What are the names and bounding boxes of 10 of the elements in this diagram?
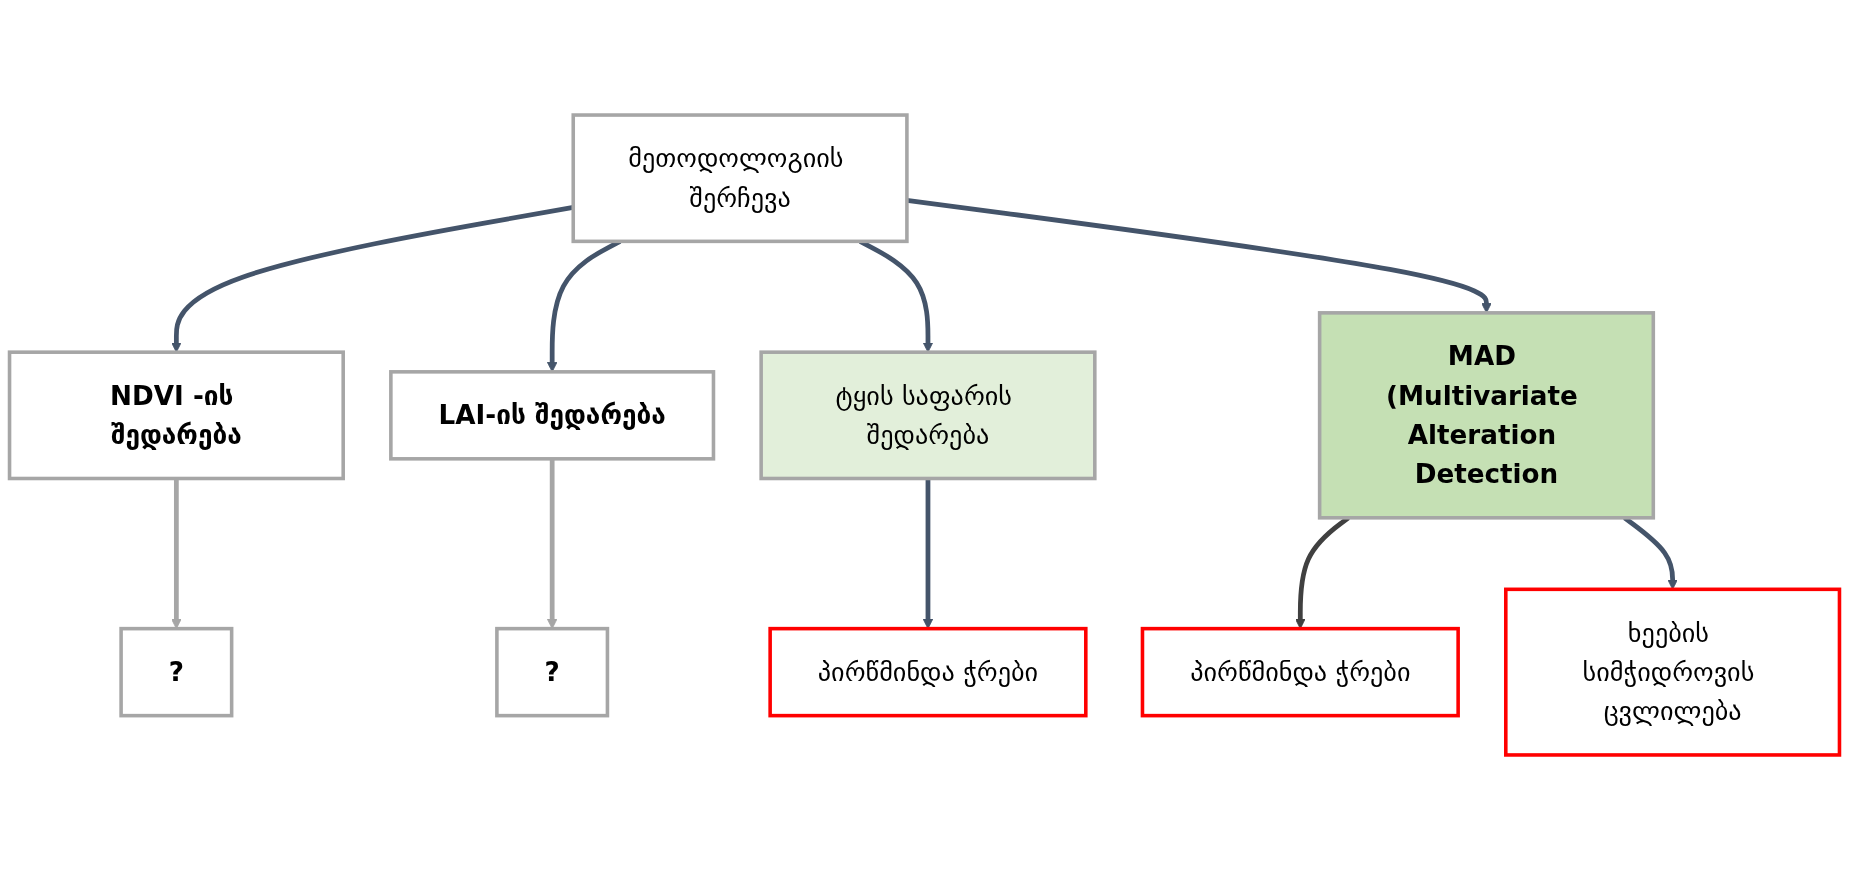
node-box: პირწმინდა ჭრები <box>768 626 1088 718</box>
node-box: ტყის საფარის შედარება <box>759 350 1097 481</box>
node-box: ? <box>495 626 610 718</box>
node-box: მეთოდოლოგიის შერჩევა <box>571 113 909 244</box>
node-box: MAD (Multivariate Alteration Detection <box>1317 311 1656 520</box>
node-box: NDVI -ის შედარება <box>7 350 345 481</box>
node-box: ხეების სიმჭიდროვის ცვლილება <box>1504 587 1842 757</box>
node-box: LAI-ის შედარება <box>389 370 716 461</box>
node-box: ? <box>119 626 234 718</box>
node-box: პირწმინდა ჭრები <box>1140 626 1460 718</box>
